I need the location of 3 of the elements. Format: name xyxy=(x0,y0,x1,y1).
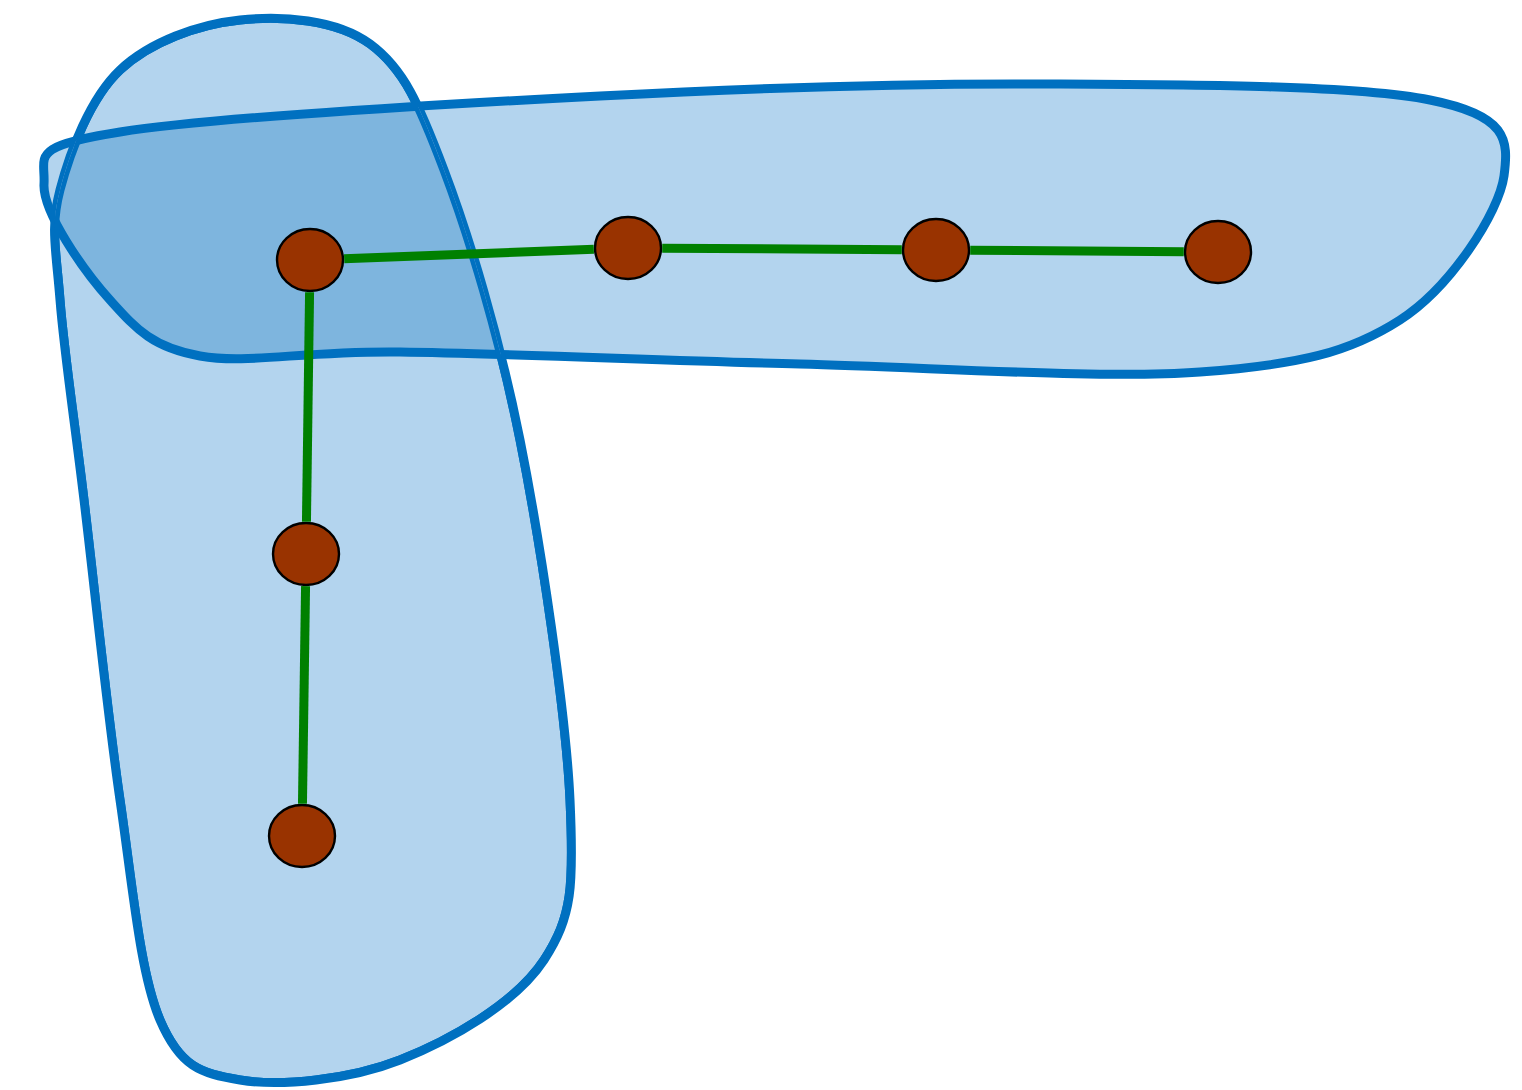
connector-line xyxy=(297,586,311,804)
vertex-dot xyxy=(271,521,341,587)
vertex-dot xyxy=(267,803,337,869)
